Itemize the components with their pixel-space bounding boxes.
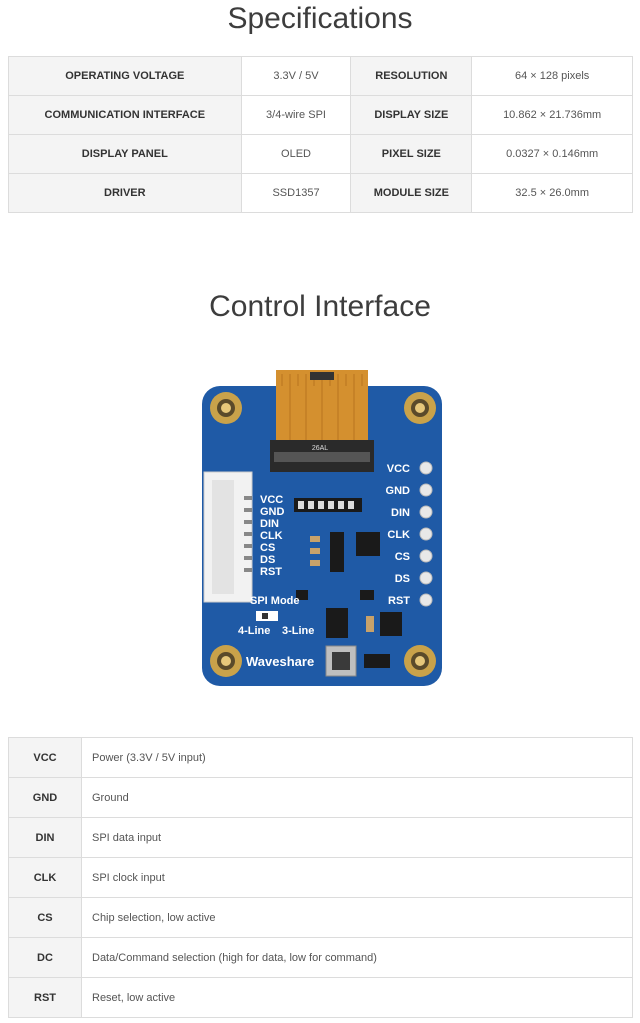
right-pin-label: VCC (387, 463, 410, 475)
spec-key: OPERATING VOLTAGE (8, 56, 242, 96)
line4-label: 4-Line (238, 625, 270, 637)
table-row: OPERATING VOLTAGE 3.3V / 5V RESOLUTION 6… (8, 56, 633, 96)
right-pin-label: RST (388, 595, 410, 607)
pin-description: Reset, low active (81, 977, 633, 1018)
pcb-board: 300530 26AL (202, 370, 442, 686)
spec-key: COMMUNICATION INTERFACE (8, 95, 242, 135)
spec-key: RESOLUTION (350, 56, 473, 96)
pin-name: DIN (8, 817, 82, 858)
spec-value: 3.3V / 5V (240, 56, 352, 96)
pin-name: CS (8, 897, 82, 938)
specifications-title: Specifications (227, 2, 413, 35)
spec-value: 64 × 128 pixels (471, 56, 633, 96)
right-pin-label: DIN (391, 507, 410, 519)
left-pin-label: CS (260, 542, 275, 554)
left-pin-label: CLK (260, 530, 283, 542)
table-row: DISPLAY PANEL OLED PIXEL SIZE 0.0327 × 0… (8, 134, 633, 174)
pin-description: Ground (81, 777, 633, 818)
pin-description: Power (3.3V / 5V input) (81, 737, 633, 778)
oled-module-photo: 300530 26AL (190, 368, 455, 693)
line3-label: 3-Line (282, 625, 314, 637)
spec-key: MODULE SIZE (350, 173, 473, 213)
pin-description: SPI data input (81, 817, 633, 858)
spec-value: 3/4-wire SPI (240, 95, 352, 135)
left-pin-label: VCC (260, 494, 283, 506)
connector-text: 26AL (312, 445, 328, 452)
pin-name: RST (8, 977, 82, 1018)
spi-mode-label: SPI Mode (250, 595, 300, 607)
table-row: COMMUNICATION INTERFACE 3/4-wire SPI DIS… (8, 95, 633, 135)
left-pin-label: DS (260, 554, 275, 566)
mounting-hole-icon (210, 392, 242, 424)
left-pin-label: GND (260, 506, 285, 518)
pin-description: Data/Command selection (high for data, l… (81, 937, 633, 978)
pin-name: DC (8, 937, 82, 978)
right-pin-label: CS (395, 551, 410, 563)
spec-key: DISPLAY SIZE (350, 95, 473, 135)
spec-value: SSD1357 (240, 173, 352, 213)
left-pin-label: DIN (260, 518, 279, 530)
pin-description: Chip selection, low active (81, 897, 633, 938)
spec-key: DISPLAY PANEL (8, 134, 242, 174)
spec-value: OLED (240, 134, 352, 174)
right-pin-label: DS (395, 573, 410, 585)
brand-label: Waveshare (246, 654, 314, 669)
pin-name: GND (8, 777, 82, 818)
mounting-hole-icon (404, 645, 436, 677)
spec-key: PIXEL SIZE (350, 134, 473, 174)
right-pin-label: GND (386, 485, 411, 497)
spec-key: DRIVER (8, 173, 242, 213)
mounting-hole-icon (210, 645, 242, 677)
mounting-hole-icon (404, 392, 436, 424)
specifications-table: OPERATING VOLTAGE 3.3V / 5V RESOLUTION 6… (8, 56, 633, 213)
pin-pad-icon (419, 461, 433, 607)
spec-value: 0.0327 × 0.146mm (471, 134, 633, 174)
pin-name: CLK (8, 857, 82, 898)
spec-value: 32.5 × 26.0mm (471, 173, 633, 213)
table-row: DRIVER SSD1357 MODULE SIZE 32.5 × 26.0mm (8, 173, 633, 213)
control-interface-title: Control Interface (209, 290, 431, 323)
pin-name: VCC (8, 737, 82, 778)
left-pin-label: RST (260, 566, 282, 578)
right-pin-label: CLK (387, 529, 410, 541)
spec-value: 10.862 × 21.736mm (471, 95, 633, 135)
pin-description: SPI clock input (81, 857, 633, 898)
